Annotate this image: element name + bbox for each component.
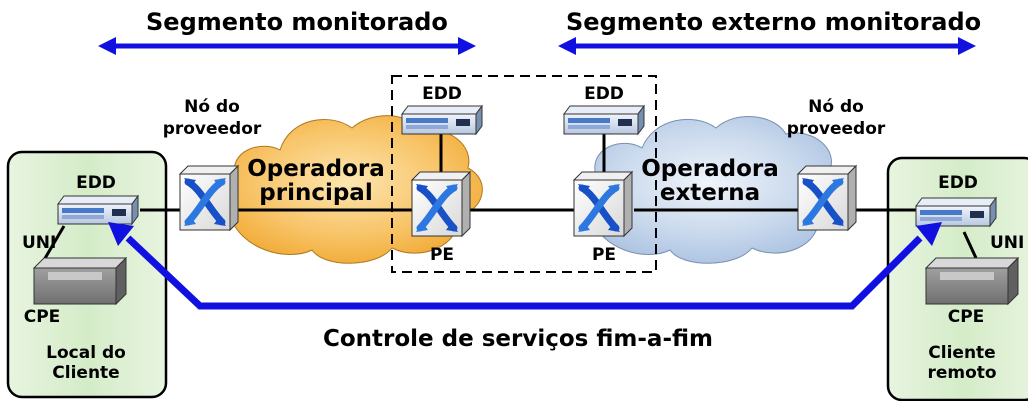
edd-left-label: EDD	[76, 173, 116, 193]
uni-right-label: UNI	[990, 233, 1024, 253]
edd-pe-right-label: EDD	[584, 84, 624, 104]
edd-right-device-icon	[915, 197, 997, 227]
cpe-right-device-icon	[925, 257, 1019, 305]
provider-node-right-switch-icon	[798, 166, 856, 230]
remote-site-label-1: Cliente	[928, 343, 995, 363]
pe-right-label: PE	[592, 245, 616, 265]
cpe-left-label: CPE	[24, 307, 61, 327]
edd-pe-left-label: EDD	[422, 84, 462, 104]
cpe-right-label: CPE	[948, 307, 985, 327]
remote-site-label-2: remoto	[927, 363, 996, 383]
segment-monitored-label: Segmento monitorado	[146, 8, 448, 36]
segment-monitored-arrow	[98, 37, 476, 55]
uni-left-label: UNI	[22, 233, 56, 253]
local-site-label-2: Cliente	[52, 363, 119, 383]
segment-external-arrow	[558, 37, 976, 55]
provider-node-left-label-2: proveedor	[163, 119, 262, 139]
service-control-arrow	[108, 222, 942, 310]
cloud-main-label-1: Operadora	[247, 156, 385, 182]
provider-node-left-switch-icon	[180, 166, 238, 230]
edd-pe-left-device-icon	[401, 105, 483, 135]
edd-pe-right-device-icon	[563, 105, 645, 135]
pe-left-switch-icon	[412, 172, 470, 236]
local-site-label-1: Local do	[46, 343, 126, 363]
cloud-external-label-1: Operadora	[641, 156, 779, 182]
pe-region-box	[391, 75, 657, 273]
cpe-left-device-icon	[33, 257, 127, 305]
edd-left-device-icon	[57, 195, 139, 225]
edd-right-label: EDD	[938, 173, 978, 193]
provider-node-left-label-1: Nó do	[184, 97, 240, 117]
pe-right-switch-icon	[574, 172, 632, 236]
cloud-external-label-2: externa	[660, 180, 760, 206]
provider-node-right-label-2: proveedor	[787, 119, 886, 139]
cloud-external-icon	[574, 116, 843, 264]
cloud-main-label-2: principal	[259, 180, 372, 206]
pe-left-label: PE	[430, 245, 454, 265]
network-links	[42, 132, 978, 261]
segment-external-label: Segmento externo monitorado	[566, 8, 981, 36]
service-control-label: Controle de serviços fim-a-fim	[323, 326, 713, 352]
provider-node-right-label-1: Nó do	[808, 97, 864, 117]
